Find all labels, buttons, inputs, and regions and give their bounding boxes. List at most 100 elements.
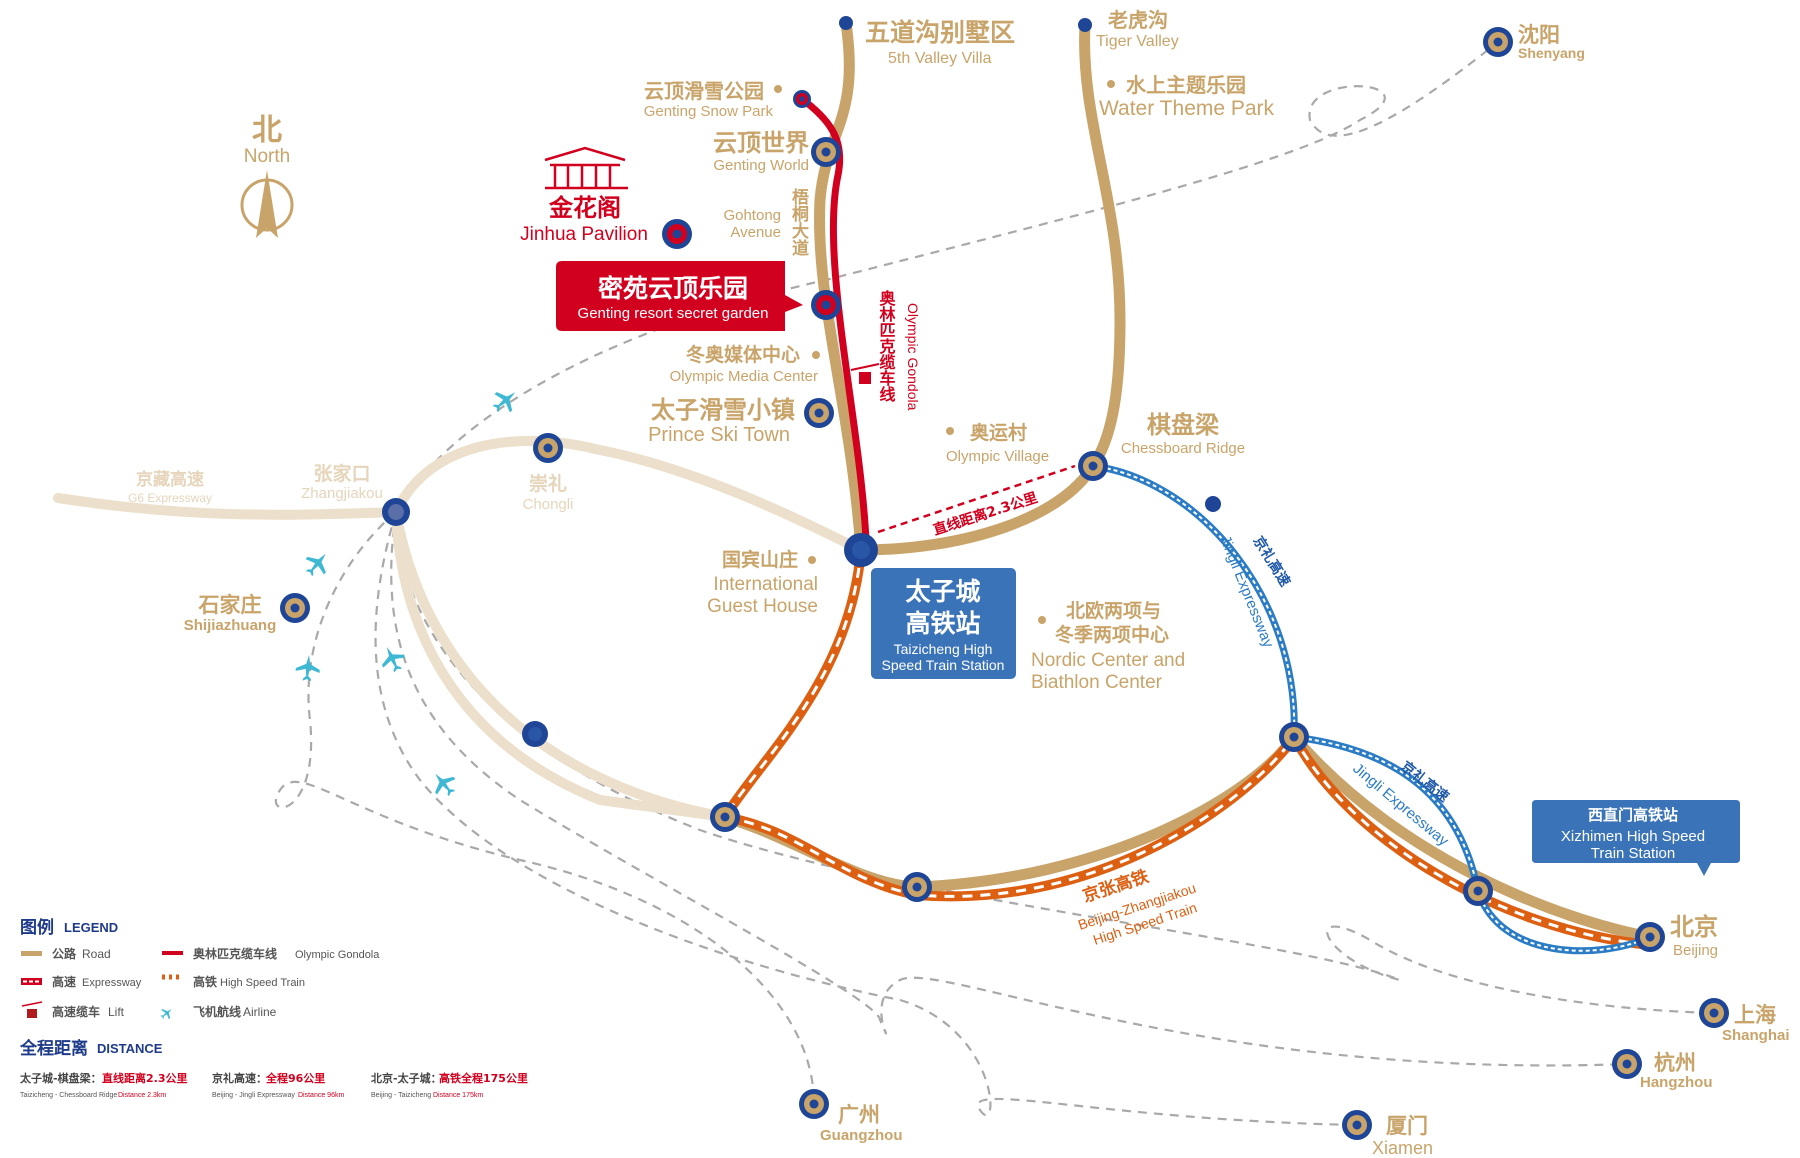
legend-items-2-en-label: Lift xyxy=(108,1005,125,1019)
places-prince-en-label: Prince Ski Town xyxy=(648,424,790,446)
olympic-gondola-line xyxy=(799,96,870,541)
distance-items-2-value-label: 高铁全程175公里 xyxy=(439,1071,528,1085)
stations xyxy=(280,16,1729,1140)
taizicheng-station-box: 太子城 高铁站 Taizicheng High Speed Train Stat… xyxy=(871,568,1016,679)
north-en-label: North xyxy=(244,146,290,167)
places-xiamen-cn-label: 厦门 xyxy=(1386,1114,1428,1138)
legend-items-5-en-label: Airline xyxy=(243,1005,277,1019)
legend-items-3-cn-label: 奥林匹克缆车线 xyxy=(193,946,277,961)
places-nordic-cn2-label: 冬季两项中心 xyxy=(1055,623,1169,646)
distance-items-0-en_value-label: Distance 2.3km xyxy=(118,1092,166,1099)
distance-items-0-en-label: Taizicheng - Chessboard Ridge xyxy=(20,1092,117,1099)
places-g6-en-label: G6 Expressway xyxy=(128,491,212,505)
places-shijiazhuang-cn-label: 石家庄 xyxy=(198,593,262,617)
road-swatch xyxy=(21,951,42,956)
places-water-en-label: Water Theme Park xyxy=(1099,97,1275,120)
places-wudaogou-en-label: 5th Valley Villa xyxy=(888,50,992,67)
places-garden-en-label: Genting resort secret garden xyxy=(578,305,769,322)
legend-items-3-en-label: Olympic Gondola xyxy=(295,949,380,961)
places-gohtong-en1-label: Gohtong xyxy=(723,207,781,224)
places-xizhimen-en1-label: Xizhimen High Speed xyxy=(1561,828,1705,845)
places-chessboard-en-label: Chessboard Ridge xyxy=(1121,440,1245,457)
xizhimen-callout: 西直门高铁站 Xizhimen High Speed Train Station xyxy=(1532,800,1740,876)
places-nordic-en1-label: Nordic Center and xyxy=(1031,650,1185,671)
legend-items-4-cn-label: 高铁 xyxy=(193,974,217,989)
airline-icon xyxy=(157,1004,176,1023)
north-arrow: 北 North xyxy=(240,113,294,238)
places-shenyang-en-label: Shenyang xyxy=(1518,45,1585,61)
places-xiamen-en-label: Xiamen xyxy=(1372,1138,1433,1158)
places-hangzhou-en-label: Hangzhou xyxy=(1640,1074,1713,1091)
places-beijing-cn-label: 北京 xyxy=(1670,913,1718,941)
places-gohtong-en2-label: Avenue xyxy=(730,224,781,241)
airplane-icon xyxy=(426,766,462,802)
places-media-cn-label: 冬奥媒体中心 xyxy=(686,343,800,366)
places-jinhua-cn-label: 金花阁 xyxy=(548,194,621,222)
places-chessboard-cn-label: 棋盘梁 xyxy=(1147,411,1219,439)
distance-items-1-value-label: 全程96公里 xyxy=(265,1071,325,1085)
lift-icon xyxy=(21,1001,43,1018)
places-media-en-label: Olympic Media Center xyxy=(670,368,818,385)
places-guest-en2-label: Guest House xyxy=(707,596,818,617)
places-guest-en1-label: International xyxy=(713,574,818,595)
places-guest-cn-label: 国宾山庄 xyxy=(722,548,798,571)
places-guangzhou-cn-label: 广州 xyxy=(838,1103,880,1127)
places-chongli-cn-label: 崇礼 xyxy=(529,472,567,495)
distance-items-0-value-label: 直线距离2.3公里 xyxy=(102,1071,188,1085)
places-village-en-label: Olympic Village xyxy=(946,448,1049,465)
places-genting-cn-label: 云顶世界 xyxy=(713,129,809,157)
places-prince-cn-label: 太子滑雪小镇 xyxy=(651,396,795,424)
places-gondola-en-label: Olympic Gondola xyxy=(905,303,921,411)
legend-title_en-label: LEGEND xyxy=(64,920,118,935)
airline-routes xyxy=(274,41,1715,1127)
jingli-expressway xyxy=(1092,462,1652,955)
places-snowpark-cn-label: 云顶滑雪公园 xyxy=(644,79,764,103)
airplane-icon xyxy=(294,653,322,682)
places-xizhimen-cn-label: 西直门高铁站 xyxy=(1588,806,1678,824)
high-speed-train xyxy=(716,549,1651,950)
airplane-icon xyxy=(299,546,335,582)
places-zhangjiakou-en-label: Zhangjiakou xyxy=(301,485,383,502)
places-genting-en-label: Genting World xyxy=(713,157,809,174)
places-taizicheng-en2-label: Speed Train Station xyxy=(882,657,1005,673)
places-garden-cn-label: 密苑云顶乐园 xyxy=(598,274,748,303)
distance-line xyxy=(877,464,1076,534)
places-shijiazhuang-en-label: Shijiazhuang xyxy=(184,617,277,634)
places-gondola-cn-label: 奥林匹克缆车线 xyxy=(877,289,896,403)
distance-items-2-en_value-label: Distance 175km xyxy=(433,1092,483,1099)
lift-icon xyxy=(850,363,880,384)
places-beijing-en-label: Beijing xyxy=(1673,942,1718,959)
distance-items-1-en-label: Beijing - Jingli Expressway xyxy=(212,1092,295,1099)
places-guangzhou-en-label: Guangzhou xyxy=(820,1127,903,1144)
distance-title_en-label: DISTANCE xyxy=(97,1041,163,1056)
places-shanghai-en-label: Shanghai xyxy=(1722,1027,1790,1044)
north-cn-label: 北 xyxy=(252,113,282,148)
legend-items-2-cn-label: 高速缆车 xyxy=(52,1004,100,1019)
airplane-icon xyxy=(487,383,523,419)
legend-items-0-en-label: Road xyxy=(82,947,111,961)
places-nordic-cn1-label: 北欧两项与 xyxy=(1066,599,1161,622)
places-village-cn-label: 奥运村 xyxy=(970,421,1027,444)
places-shanghai-cn-label: 上海 xyxy=(1734,1003,1776,1027)
places-xizhimen-en2-label: Train Station xyxy=(1591,845,1676,862)
places-water-cn-label: 水上主题乐园 xyxy=(1126,73,1246,97)
gondola-swatch xyxy=(162,951,183,955)
legend-items-1-en-label: Expressway xyxy=(82,977,142,989)
places-taizicheng-cn1-label: 太子城 xyxy=(905,577,980,606)
distance-items-1-en_value-label: Distance 96km xyxy=(298,1092,344,1099)
distance-items-2-en-label: Beijing - Taizicheng xyxy=(371,1092,431,1099)
distance-items-1-cn-label: 京礼高速： xyxy=(212,1071,267,1085)
places-shenyang-cn-label: 沈阳 xyxy=(1518,23,1560,47)
distance-items-2-cn-label: 北京-太子城： xyxy=(371,1071,442,1085)
places-nordic-en2-label: Biathlon Center xyxy=(1031,672,1163,693)
places-taizicheng-en1-label: Taizicheng High xyxy=(894,641,993,657)
distance-title_cn-label: 全程距离 xyxy=(19,1038,88,1059)
legend-title_cn-label: 图例 xyxy=(20,917,54,938)
distance-items-0-cn-label: 太子城-棋盘梁： xyxy=(19,1071,102,1085)
places-chongli-en-label: Chongli xyxy=(523,496,574,513)
places-hangzhou-cn-label: 杭州 xyxy=(1654,1051,1696,1075)
legend-items-4-en-label: High Speed Train xyxy=(220,977,305,989)
places-jinhua-en-label: Jinhua Pavilion xyxy=(520,224,648,245)
places-gohtong-cn-label: 梧桐大道 xyxy=(788,187,809,256)
